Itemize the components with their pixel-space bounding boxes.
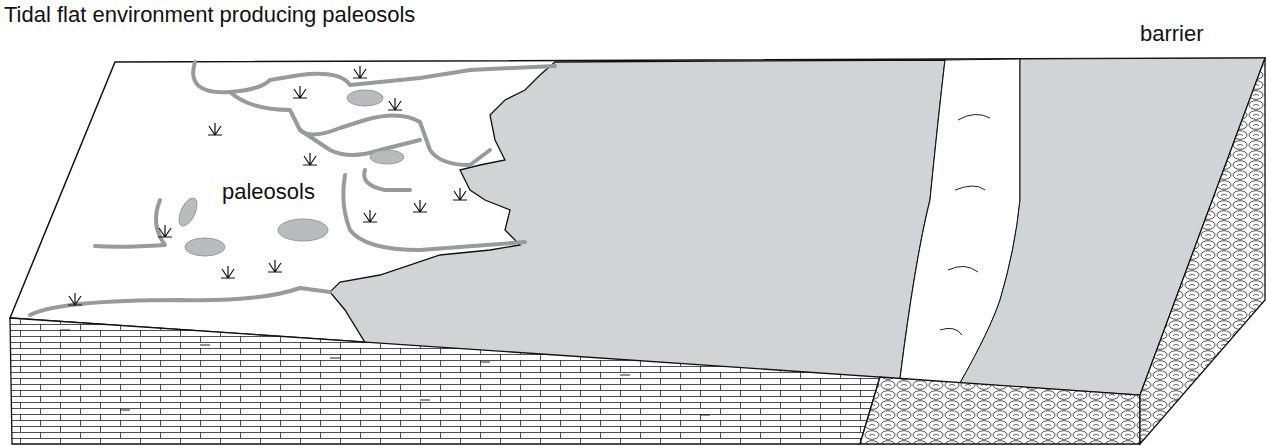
region-label: paleosols	[222, 180, 315, 204]
barrier-label: barrier	[1140, 22, 1204, 46]
diagram-title: Tidal flat environment producing paleoso…	[4, 3, 415, 27]
